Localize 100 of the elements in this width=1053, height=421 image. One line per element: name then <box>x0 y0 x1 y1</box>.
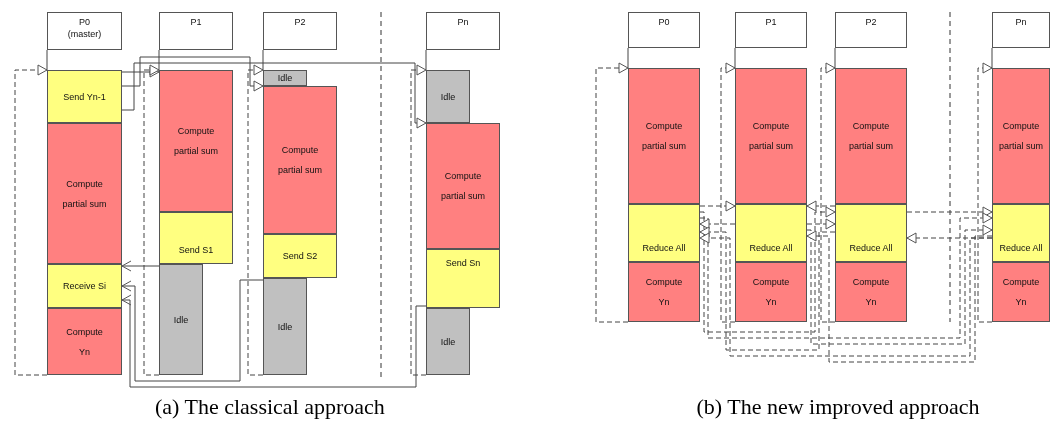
block-label: Idle <box>172 313 190 327</box>
caption: (b) The new improved approach <box>696 394 980 420</box>
arrow <box>121 294 427 388</box>
computation-block <box>735 262 807 322</box>
arrow <box>121 62 427 129</box>
arrow <box>699 206 836 333</box>
process-name: P0 <box>657 16 671 28</box>
process-name: Pn <box>1014 16 1028 28</box>
idle-block <box>426 308 470 375</box>
computation-block <box>628 262 700 322</box>
communication-block <box>159 212 233 264</box>
block-label: Compute partial sum <box>641 120 687 153</box>
arrow <box>699 212 993 339</box>
process-box <box>992 12 1050 48</box>
arrow <box>806 218 836 230</box>
block-label: Compute partial sum <box>998 120 1044 153</box>
block-label: Compute partial sum <box>440 170 486 203</box>
idle-block <box>159 264 203 375</box>
block-label: Idle <box>276 320 294 334</box>
communication-block <box>835 204 907 262</box>
computation-block <box>263 86 337 234</box>
block-label: Reduce All <box>998 242 1044 255</box>
process-name: Pn <box>456 16 470 28</box>
computation-block <box>47 123 122 264</box>
block-label: Compute Yn <box>751 276 791 309</box>
communication-block <box>263 234 337 278</box>
communication-block <box>47 264 122 308</box>
computation-block <box>992 68 1050 204</box>
computation-block <box>426 123 500 249</box>
process-box <box>47 12 122 50</box>
computation-block <box>159 70 233 212</box>
block-label: Compute partial sum <box>61 177 108 211</box>
block-label: Compute Yn <box>1001 276 1041 309</box>
computation-block <box>835 262 907 322</box>
block-label: Compute Yn <box>65 325 104 359</box>
arrow <box>977 62 993 323</box>
block-label: Send S1 <box>177 244 215 257</box>
arrow <box>806 224 993 345</box>
arrow <box>121 56 264 92</box>
block-label: Send Yn-1 <box>62 90 107 104</box>
process-box <box>628 12 700 48</box>
computation-block <box>628 68 700 204</box>
idle-block <box>426 70 470 123</box>
lifeline <box>834 47 836 69</box>
arrow <box>806 200 836 212</box>
caption: (a) The classical approach <box>155 394 385 420</box>
arrow <box>806 230 993 363</box>
computation-block <box>835 68 907 204</box>
arrow <box>14 64 48 376</box>
block-label: Idle <box>276 72 294 85</box>
block-label: Reduce All <box>848 242 894 255</box>
block-label: Send S2 <box>281 250 319 263</box>
process-name: P1 <box>189 16 203 28</box>
process-name: P2 <box>864 16 878 28</box>
process-name: P2 <box>293 16 307 28</box>
process-box <box>426 12 500 50</box>
lifeline <box>627 47 629 69</box>
process-name: P1 <box>764 16 778 28</box>
arrow <box>410 64 427 376</box>
communication-block <box>735 204 807 262</box>
arrow <box>247 64 264 376</box>
block-label: Idle <box>439 90 457 104</box>
process-name: (master) <box>66 28 103 40</box>
block-label: Compute partial sum <box>277 144 323 177</box>
communication-block <box>426 249 500 308</box>
lifeline <box>158 49 160 71</box>
process-box <box>735 12 807 48</box>
arrow <box>595 62 629 323</box>
computation-block <box>992 262 1050 322</box>
lifeline <box>46 49 48 71</box>
computation-block <box>735 68 807 204</box>
arrow <box>906 232 993 244</box>
block-label: Receive Si <box>62 280 107 293</box>
lifeline <box>991 47 993 69</box>
idle-block <box>263 278 307 375</box>
block-label: Send Sn <box>444 257 482 270</box>
block-label: Compute partial sum <box>748 120 794 153</box>
arrow <box>720 62 736 323</box>
lifeline <box>425 49 427 71</box>
block-label: Reduce All <box>641 242 687 255</box>
arrow <box>699 200 736 212</box>
communication-block <box>47 70 122 123</box>
process-box <box>159 12 233 50</box>
process-box <box>835 12 907 48</box>
arrow <box>820 62 836 323</box>
arrow <box>699 226 836 351</box>
computation-block <box>47 308 122 375</box>
communication-block <box>628 204 700 262</box>
block-label: Compute Yn <box>851 276 891 309</box>
block-label: Compute partial sum <box>848 120 894 153</box>
lifeline <box>734 47 736 69</box>
arrow <box>143 64 160 376</box>
block-label: Compute Yn <box>644 276 684 309</box>
idle-block <box>263 70 307 86</box>
process-box <box>263 12 337 50</box>
process-name: P0 <box>78 16 91 28</box>
block-label: Idle <box>439 335 457 349</box>
block-label: Reduce All <box>748 242 794 255</box>
arrow <box>906 206 993 218</box>
lifeline <box>262 49 264 71</box>
